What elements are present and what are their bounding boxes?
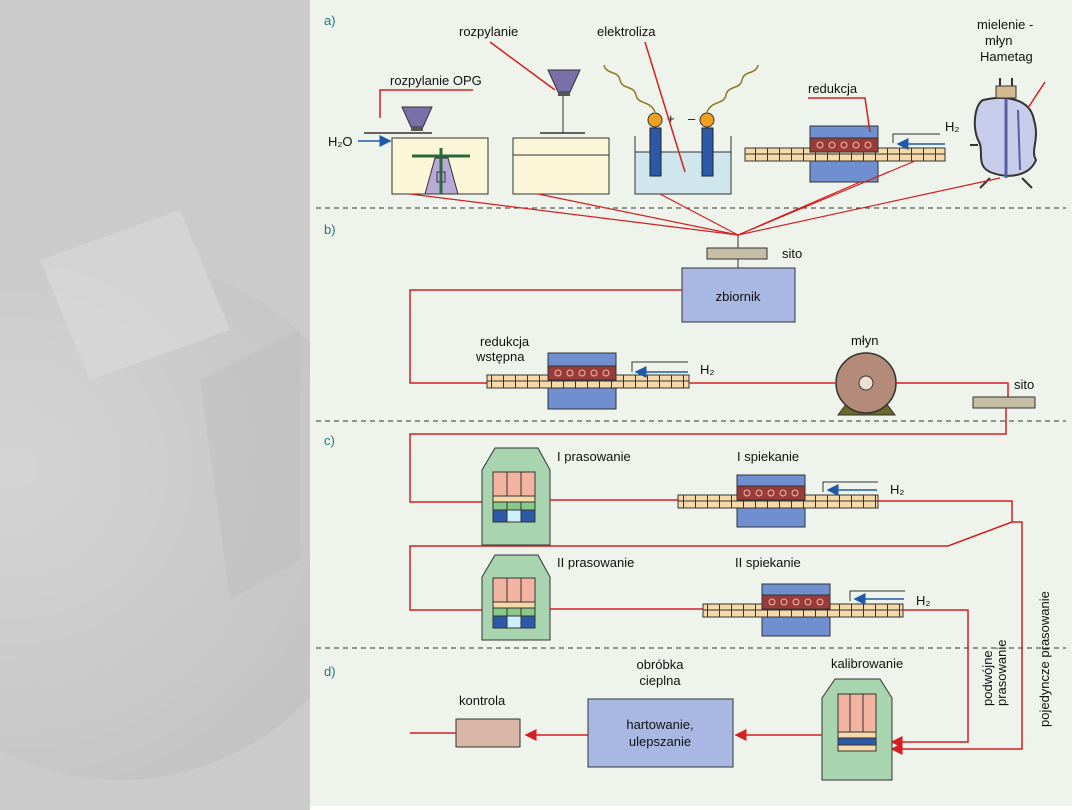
label-sito-1: sito bbox=[782, 246, 802, 261]
label-obrobka-1: obróbka bbox=[637, 657, 685, 672]
section-d-label: d) bbox=[324, 664, 336, 679]
label-ii-spiekanie: II spiekanie bbox=[735, 555, 801, 570]
label-i-prasowanie: I prasowanie bbox=[557, 449, 631, 464]
label-plus: + bbox=[667, 111, 675, 126]
collector-lines bbox=[409, 160, 1001, 236]
label-redukcja-wstepna-2: wstępna bbox=[475, 349, 525, 364]
ball-mill bbox=[835, 352, 897, 416]
pointer-opg bbox=[379, 89, 473, 118]
label-hartowanie-2: ulepszanie bbox=[629, 734, 691, 749]
section-dividers bbox=[316, 207, 1066, 649]
label-mlyn: młyn bbox=[851, 333, 878, 348]
sieve-top bbox=[706, 247, 768, 260]
label-h2-b: H₂ bbox=[700, 362, 714, 377]
label-mielenie-3: Hametag bbox=[980, 49, 1033, 64]
label-hartowanie-1: hartowanie, bbox=[626, 717, 693, 732]
flow-to-press2 bbox=[409, 521, 1013, 611]
control-box bbox=[455, 718, 521, 748]
opg-atomizer bbox=[364, 106, 489, 195]
sieve-bottom bbox=[972, 396, 1036, 409]
flow-zbiornik-reduction bbox=[409, 289, 682, 384]
label-elektroliza: elektroliza bbox=[597, 24, 656, 39]
reduction-furnace bbox=[744, 125, 946, 183]
heat-treatment-box bbox=[587, 698, 734, 768]
label-obrobka-2: cieplna bbox=[639, 673, 681, 688]
label-mielenie-1: mielenie - bbox=[977, 17, 1033, 32]
atomizer-vessel bbox=[512, 69, 610, 195]
flow-single-press bbox=[890, 521, 1023, 755]
flow-double-press bbox=[890, 609, 969, 748]
section-a-label: a) bbox=[324, 13, 336, 28]
electrolysis-cell bbox=[603, 64, 759, 195]
label-podwojne-2: prasowanie bbox=[994, 640, 1009, 707]
label-mielenie-2: młyn bbox=[985, 33, 1012, 48]
pointer-mielenie bbox=[1027, 81, 1046, 109]
label-h2-c1: H₂ bbox=[890, 482, 904, 497]
label-redukcja: redukcja bbox=[808, 81, 858, 96]
label-minus: – bbox=[688, 111, 696, 126]
flow-mill-sieve bbox=[896, 382, 1009, 397]
label-rozpylanie-opg: rozpylanie OPG bbox=[390, 73, 482, 88]
flow-sieve-press1 bbox=[409, 408, 1007, 503]
sintering-furnace-1 bbox=[677, 474, 879, 528]
label-i-spiekanie: I spiekanie bbox=[737, 449, 799, 464]
section-c-label: c) bbox=[324, 433, 335, 448]
pointer-elektroliza bbox=[644, 41, 686, 173]
label-podwojne-1: podwójne bbox=[980, 650, 995, 706]
pointer-rozpylanie bbox=[489, 41, 556, 91]
label-redukcja-wstepna-1: redukcja bbox=[480, 334, 530, 349]
section-b-label: b) bbox=[324, 222, 336, 237]
label-rozpylanie: rozpylanie bbox=[459, 24, 518, 39]
diagram-panel bbox=[310, 0, 1072, 806]
press-1 bbox=[481, 447, 551, 546]
label-h2-c2: H₂ bbox=[916, 593, 930, 608]
sintering-furnace-2 bbox=[702, 583, 905, 637]
pre-reduction-furnace bbox=[486, 352, 690, 410]
label-kalibrowanie: kalibrowanie bbox=[831, 656, 903, 671]
label-kontrola: kontrola bbox=[459, 693, 506, 708]
decorative-background bbox=[0, 0, 380, 810]
hametag-mill bbox=[970, 78, 1038, 189]
label-sito-2: sito bbox=[1014, 377, 1034, 392]
calibration-press bbox=[821, 678, 893, 781]
pointer-redukcja bbox=[808, 97, 871, 133]
label-zbiornik: zbiornik bbox=[716, 289, 761, 304]
press-2 bbox=[481, 554, 551, 641]
flow-sinter1-split bbox=[878, 500, 1013, 522]
label-h2-a: H₂ bbox=[945, 119, 959, 134]
label-h2o: H₂O bbox=[328, 134, 353, 149]
label-pojedyncze: pojedyncze prasowanie bbox=[1037, 591, 1052, 727]
zbiornik-box bbox=[681, 267, 796, 323]
label-ii-prasowanie: II prasowanie bbox=[557, 555, 634, 570]
